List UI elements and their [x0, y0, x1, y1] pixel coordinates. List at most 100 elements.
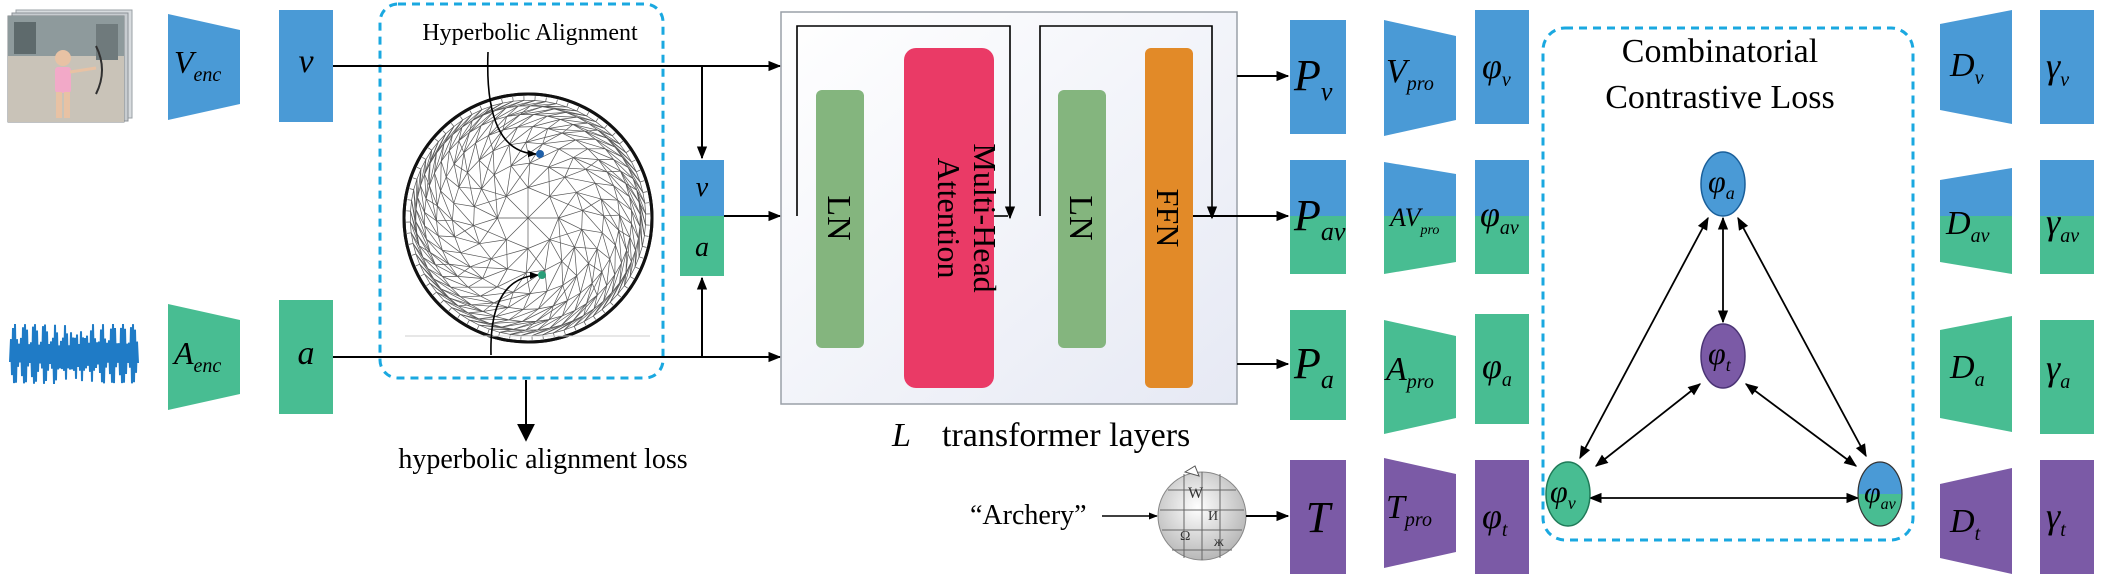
svg-text:Dav: Dav [1945, 205, 1990, 247]
concat-v-label: v [696, 172, 709, 203]
video-encoder: Venc [168, 14, 240, 120]
embedding-phi-t: φt [1475, 460, 1529, 574]
decoder-column: Dv Dav Da Dt [1940, 10, 2012, 574]
video-feature-label: v [298, 43, 314, 80]
combinatorial-contrastive-loss: Combinatorial Contrastive Loss φa φt φv [1541, 26, 1915, 542]
residual-connections [796, 25, 1218, 220]
layer-norm-1: LN [816, 90, 864, 348]
audio-feature: a [279, 300, 333, 414]
svg-text:ж: ж [1213, 535, 1224, 550]
transformer-outputs [1193, 70, 1290, 370]
video-point [536, 150, 544, 158]
archery-label: “Archery” [970, 500, 1087, 531]
audio-encoder-shape [168, 304, 240, 410]
prompt-pv: Pv [1290, 20, 1346, 134]
node-phi-t: φt [1700, 323, 1746, 389]
hyperbolic-alignment-module: Hyperbolic Alignment hyperbolic alignmen… [378, 2, 688, 475]
projector-t: Tpro [1384, 458, 1456, 568]
audio-point [538, 271, 546, 279]
projector-av: AVpro [1384, 162, 1456, 274]
svg-text:LN: LN [820, 195, 857, 240]
svg-text:Multi-HeadAttention: Multi-HeadAttention [931, 143, 1003, 292]
text-input: “Archery” W И Ω ж [970, 465, 1290, 561]
svg-text:AVpro: AVpro [1388, 203, 1439, 238]
svg-text:φa: φa [1708, 163, 1735, 203]
decoder-dav: Dav [1940, 168, 2012, 274]
concat-block: v a [680, 160, 724, 276]
wikipedia-globe-icon: W И Ω ж [1157, 465, 1247, 561]
svg-text:γa: γa [2046, 348, 2070, 393]
svg-text:γav: γav [2046, 202, 2079, 247]
contrastive-edges [1579, 216, 1867, 504]
audio-waveform [9, 323, 139, 385]
projector-a: Apro [1384, 320, 1456, 434]
svg-text:Pv: Pv [1293, 51, 1333, 106]
multi-head-attention: Multi-HeadAttention [904, 48, 1003, 388]
embedding-column: φv φav φa φt [1475, 10, 1529, 574]
node-phi-av: φav [1857, 461, 1903, 527]
audio-feature-box [279, 300, 333, 414]
transformer-block: LN Multi-HeadAttention LN FFN L transfor… [780, 11, 1238, 454]
video-encoder-label: Venc [174, 44, 221, 86]
combinatorial-dashed-box [1541, 26, 1915, 542]
svg-text:FFN: FFN [1150, 189, 1186, 248]
node-phi-a: φa [1700, 151, 1746, 217]
svg-text:φv: φv [1482, 46, 1511, 91]
svg-text:Tpro: Tpro [1386, 489, 1432, 531]
combinatorial-title-2: Contrastive Loss [1605, 79, 1834, 116]
video-encoder-shape [168, 14, 240, 120]
svg-text:φt: φt [1708, 335, 1732, 375]
hyperbolic-dashed-box [378, 2, 665, 380]
prompt-pav: Pav [1290, 160, 1346, 274]
svg-text:W: W [1188, 485, 1204, 502]
svg-text:φv: φv [1550, 473, 1576, 513]
output-gamma-v: γv [2040, 10, 2094, 124]
projector-v: Vpro [1384, 20, 1456, 136]
svg-text:Pa: Pa [1293, 339, 1334, 394]
prompt-pa: Pa [1290, 310, 1346, 420]
audio-encoder: Aenc [168, 304, 240, 410]
svg-text:И: И [1208, 509, 1218, 524]
svg-text:Dt: Dt [1949, 503, 1981, 545]
svg-text:φa: φa [1482, 346, 1512, 391]
archery-video-frames [7, 9, 133, 123]
video-feature-box [279, 10, 333, 122]
svg-text:Da: Da [1949, 349, 1985, 391]
projector-column: Vpro AVpro Apro Tpro [1384, 20, 1456, 568]
hyperbolic-title: Hyperbolic Alignment [422, 20, 638, 46]
video-feature: v [279, 10, 333, 122]
svg-text:Apro: Apro [1384, 351, 1434, 393]
concat-audio-part [680, 216, 724, 276]
node-phi-v: φv [1545, 461, 1591, 527]
svg-text:φav: φav [1864, 476, 1897, 513]
prompt-column: Pv Pav Pa T [1290, 20, 1346, 574]
svg-text:γv: γv [2046, 46, 2069, 91]
svg-text:φt: φt [1482, 496, 1508, 541]
video-embedding-curve [486, 51, 537, 158]
svg-text:Ω: Ω [1180, 529, 1190, 544]
decoder-dt: Dt [1940, 468, 2012, 574]
concat-a-label: a [695, 232, 709, 263]
concat-video-part [680, 160, 724, 216]
svg-text:T: T [1306, 493, 1334, 542]
output-gamma-av: γav [2040, 160, 2094, 274]
svg-text:γt: γt [2046, 496, 2066, 541]
text-token-t: T [1290, 460, 1346, 574]
decoder-da: Da [1940, 316, 2012, 432]
layers-symbol: L [891, 417, 911, 454]
decoder-dv: Dv [1940, 10, 2012, 124]
audio-feature-label: a [298, 335, 315, 372]
combinatorial-title-1: Combinatorial [1622, 33, 1818, 70]
poincare-disk [402, 92, 654, 344]
embedding-phi-v: φv [1475, 10, 1529, 124]
transformer-caption: transformer layers [942, 417, 1190, 454]
svg-text:Pav: Pav [1293, 191, 1346, 246]
embedding-phi-av: φav [1475, 160, 1529, 274]
svg-text:φav: φav [1480, 194, 1519, 239]
svg-text:LN: LN [1062, 195, 1099, 240]
output-gamma-t: γt [2040, 460, 2094, 574]
audio-encoder-label: Aenc [172, 335, 221, 377]
embedding-phi-a: φa [1475, 314, 1529, 424]
audio-embedding-curve [490, 271, 539, 356]
